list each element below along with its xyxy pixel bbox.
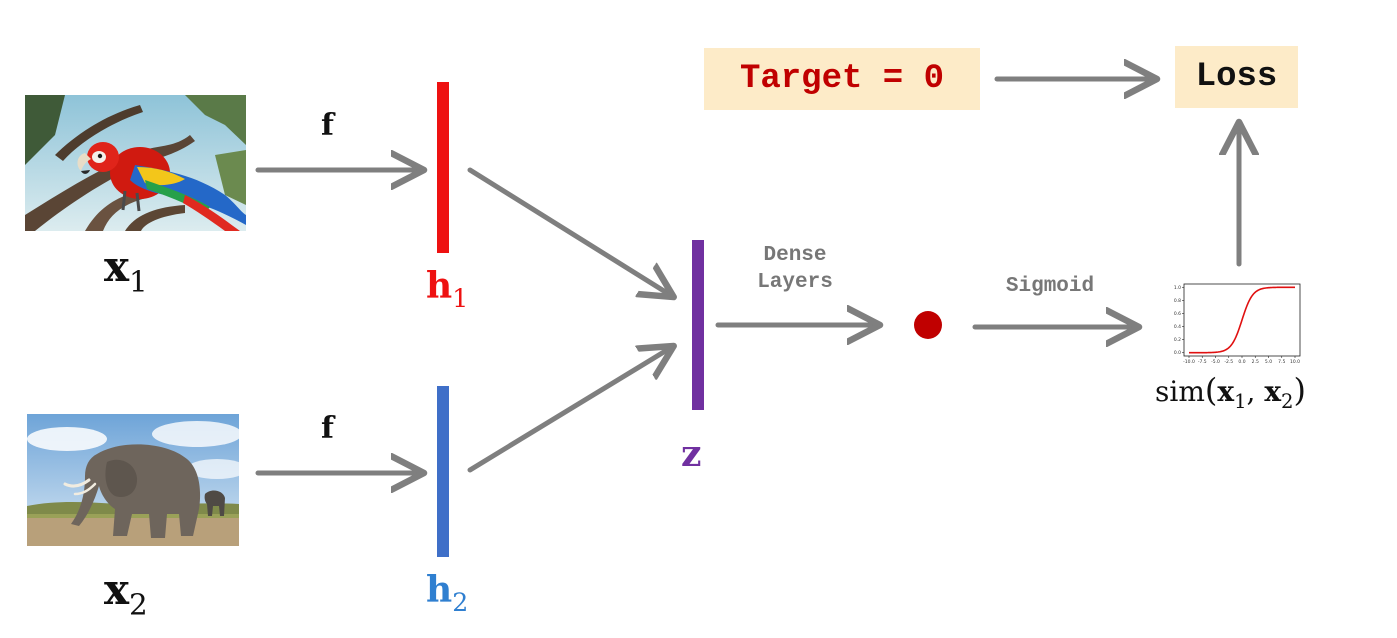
x2-symbol: x bbox=[104, 565, 130, 614]
sigmoid-curve bbox=[1189, 286, 1295, 354]
similarity-label: sim(x1, x2) bbox=[1155, 370, 1306, 422]
sim-arg1-subscript: 1 bbox=[1234, 389, 1247, 413]
sim-close-paren: ) bbox=[1293, 371, 1306, 409]
loss-box: Loss bbox=[1175, 46, 1298, 108]
h1-vector-bar bbox=[437, 82, 449, 253]
sigmoid-x-tick-label-3: -2.5 bbox=[1224, 359, 1233, 365]
z-label: z bbox=[681, 432, 701, 477]
h2-symbol: h bbox=[426, 569, 453, 611]
sigmoid-x-tick-label-7: 7.5 bbox=[1278, 359, 1285, 365]
sigmoid-y-tick-label-4: 0.8 bbox=[1174, 298, 1181, 304]
sigmoid-x-ticks: -10.0-7.5 -5.0 -2.5 0.0 2.5 5.0 7.5 10.0 bbox=[1183, 356, 1300, 365]
z-symbol: z bbox=[681, 433, 702, 475]
sigmoid-y-tick-label-1: 0.2 bbox=[1174, 337, 1181, 343]
sigmoid-label: Sigmoid bbox=[1005, 275, 1095, 298]
sim-func: sim bbox=[1155, 375, 1205, 408]
h1-subscript: 1 bbox=[452, 283, 469, 313]
x1-subscript: 1 bbox=[129, 264, 148, 299]
h1-symbol: h bbox=[426, 265, 453, 307]
sim-arg2-subscript: 2 bbox=[1281, 389, 1294, 413]
h2-vector-bar bbox=[437, 386, 449, 557]
arrow-h2-to-z bbox=[467, 347, 672, 473]
arrow-h1-to-z bbox=[467, 167, 672, 296]
sigmoid-x-tick-label-6: 5.0 bbox=[1265, 359, 1272, 365]
z-vector-bar bbox=[692, 240, 704, 410]
h2-subscript: 2 bbox=[452, 587, 469, 617]
sigmoid-x-tick-label-4: 0.0 bbox=[1238, 359, 1245, 365]
sigmoid-y-tick-label-3: 0.6 bbox=[1174, 311, 1181, 317]
sigmoid-y-ticks: 0.0 0.2 0.4 0.6 0.8 1.0 bbox=[1174, 285, 1184, 356]
sigmoid-y-tick-label-0: 0.0 bbox=[1174, 350, 1181, 356]
sigmoid-x-tick-label-1: -7.5 bbox=[1198, 359, 1207, 365]
x1-symbol: x bbox=[104, 242, 130, 291]
dense-layers-label: Dense Layers bbox=[757, 244, 833, 294]
sigmoid-x-tick-label-0: -10.0 bbox=[1183, 359, 1195, 365]
sigmoid-x-tick-label-8: 10.0 bbox=[1290, 359, 1300, 365]
target-label: Target = 0 bbox=[739, 60, 945, 98]
sigmoid-x-tick-label-5: 2.5 bbox=[1252, 359, 1259, 365]
sigmoid-plot: 0.0 0.2 0.4 0.6 0.8 1.0 -10.0-7.5 -5.0 -2.5 0.0 2… bbox=[1174, 283, 1301, 365]
sim-arg2-symbol: x bbox=[1264, 375, 1282, 408]
encoder-label-bottom: f bbox=[321, 411, 334, 446]
sim-comma: , bbox=[1246, 375, 1256, 408]
parrot-photo bbox=[25, 95, 246, 231]
x2-label: x2 bbox=[104, 565, 148, 629]
encoder-label-top: f bbox=[321, 108, 334, 143]
sigmoid-x-tick-label-2: -5.0 bbox=[1211, 359, 1220, 365]
h1-label: h1 bbox=[426, 264, 468, 321]
sim-open-paren: ( bbox=[1204, 371, 1218, 409]
target-box: Target = 0 bbox=[704, 48, 980, 110]
sigmoid-y-tick-label-5: 1.0 bbox=[1174, 285, 1181, 291]
elephant-photo bbox=[27, 414, 239, 546]
sim-arg1-symbol: x bbox=[1217, 375, 1235, 408]
x2-subscript: 2 bbox=[129, 587, 148, 622]
output-dot bbox=[914, 311, 942, 339]
x1-label: x1 bbox=[104, 242, 148, 306]
h2-label: h2 bbox=[426, 568, 468, 625]
loss-label: Loss bbox=[1195, 58, 1278, 96]
sigmoid-y-tick-label-2: 0.4 bbox=[1174, 324, 1181, 330]
